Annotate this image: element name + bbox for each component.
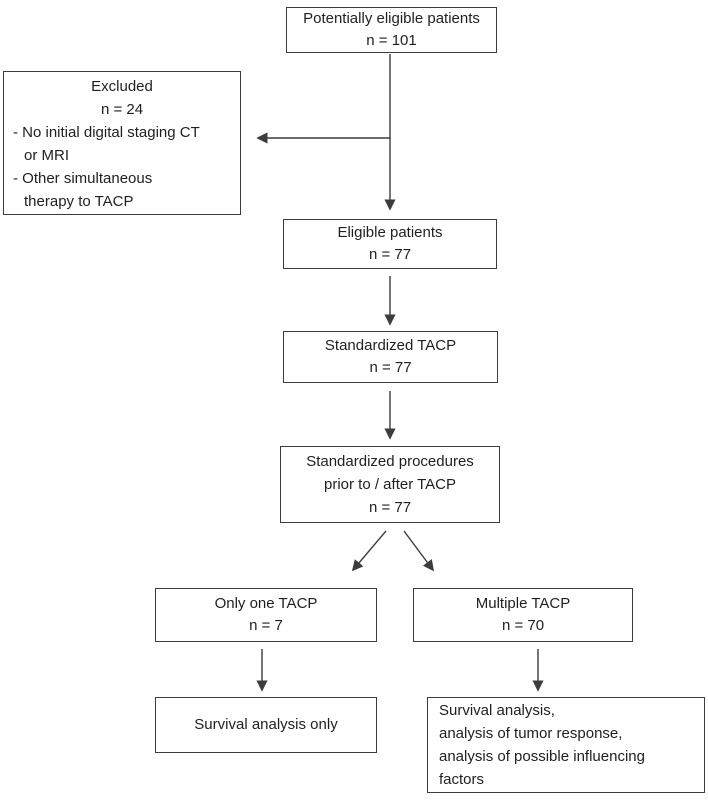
exclusion-reason: - Other simultaneous <box>13 170 153 187</box>
box-potentially-eligible-patients: Potentially eligible patients n = 101 <box>286 7 497 53</box>
box-survival-analysis-only: Survival analysis only <box>155 697 377 753</box>
box-count: n = 70 <box>501 617 545 634</box>
box-line: analysis of tumor response, <box>439 725 623 742</box>
box-standardized-procedures: Standardized procedures prior to / after… <box>280 446 500 523</box>
box-line: Excluded <box>91 78 153 95</box>
box-standardized-tacp: Standardized TACP n = 77 <box>283 331 498 383</box>
box-line: Multiple TACP <box>475 595 571 612</box>
box-count: n = 101 <box>366 32 417 49</box>
box-full-analysis: Survival analysis, analysis of tumor res… <box>427 697 705 793</box>
box-count: n = 7 <box>249 617 283 634</box>
box-line: Standardized procedures <box>306 453 474 470</box>
box-count: n = 24 <box>100 101 144 118</box>
box-line: Potentially eligible patients <box>303 10 480 27</box>
box-line: prior to / after TACP <box>324 476 456 493</box>
exclusion-reason-continued: or MRI <box>24 147 69 164</box>
box-line: Only one TACP <box>214 595 318 612</box>
arrow-procedures-to-only-one <box>351 530 387 572</box>
box-only-one-tacp: Only one TACP n = 7 <box>155 588 377 642</box>
box-line: Standardized TACP <box>324 337 457 354</box>
box-line: Survival analysis only <box>194 716 338 733</box>
box-line: factors <box>439 771 485 788</box>
box-count: n = 77 <box>369 359 412 376</box>
box-line: Eligible patients <box>337 224 443 241</box>
box-line: Survival analysis, <box>439 702 555 719</box>
exclusion-reason-continued: therapy to TACP <box>24 193 134 210</box>
box-count: n = 77 <box>368 499 412 516</box>
box-eligible-patients: Eligible patients n = 77 <box>283 219 497 269</box>
box-multiple-tacp: Multiple TACP n = 70 <box>413 588 633 642</box>
box-excluded: Excluded n = 24 - No initial digital sta… <box>3 71 241 215</box>
box-count: n = 77 <box>368 246 412 263</box>
exclusion-reason: - No initial digital staging CT <box>13 124 200 141</box>
box-line: analysis of possible influencing <box>439 748 645 765</box>
arrow-procedures-to-multiple <box>403 530 435 572</box>
